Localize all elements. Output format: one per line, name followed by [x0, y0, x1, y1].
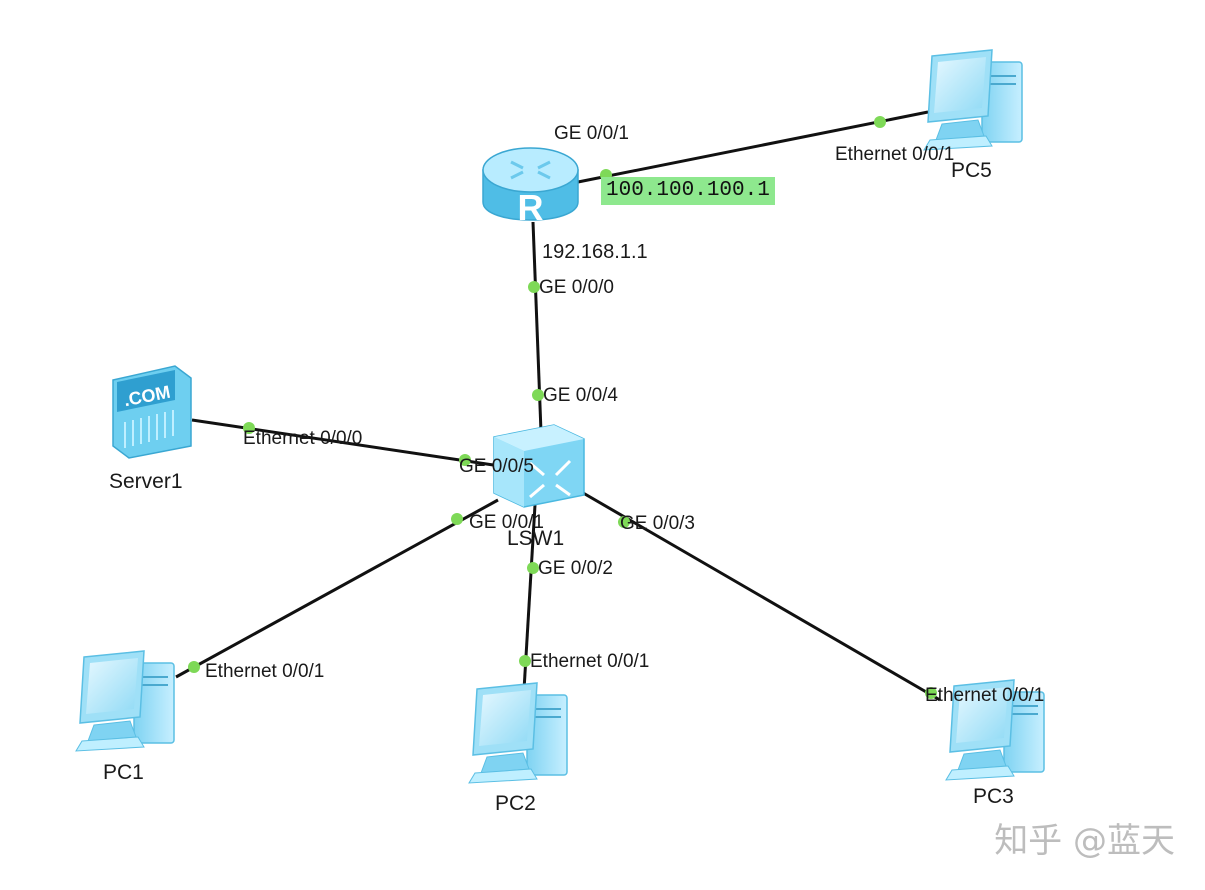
switch-name: LSW1	[507, 527, 565, 550]
pc3-name: PC3	[973, 785, 1014, 808]
pc5-icon[interactable]	[923, 49, 1023, 151]
pc1-icon[interactable]	[75, 650, 175, 752]
port-label-switch-ge003: GE 0/0/3	[620, 513, 695, 534]
port-dots	[188, 116, 937, 699]
port-dot-switch-ge001[interactable]	[451, 513, 463, 525]
port-label-pc2-eth: Ethernet 0/0/1	[530, 651, 650, 672]
port-label-switch-ge004: GE 0/0/4	[543, 385, 618, 406]
port-dot-pc1-eth[interactable]	[188, 661, 200, 673]
port-label-switch-ge001: GE 0/0/1	[469, 512, 544, 533]
port-dot-pc5-eth[interactable]	[874, 116, 886, 128]
port-label-switch-ge002: GE 0/0/2	[538, 558, 613, 579]
pc1-name: PC1	[103, 761, 144, 784]
port-dot-server-eth[interactable]	[243, 422, 255, 434]
port-label-pc5-eth: Ethernet 0/0/1	[835, 144, 955, 165]
port-dot-pc2-eth[interactable]	[519, 655, 531, 667]
port-label-pc3-eth: Ethernet 0/0/1	[925, 685, 1045, 706]
pc2-icon[interactable]	[468, 682, 568, 784]
link-switch-pc3[interactable]	[577, 488, 941, 702]
port-dot-switch-ge002[interactable]	[527, 562, 539, 574]
server-icon[interactable]: .COM	[112, 365, 192, 459]
switch-icon[interactable]	[493, 424, 585, 508]
router-letter: R	[518, 187, 544, 228]
server-name: Server1	[109, 470, 183, 493]
port-dot-pc3-eth[interactable]	[925, 687, 937, 699]
port-label-router-ge001: GE 0/0/1	[554, 123, 629, 144]
port-dot-switch-ge003[interactable]	[618, 516, 630, 528]
pc2-name: PC2	[495, 792, 536, 815]
watermark: 知乎 @蓝天	[994, 821, 1175, 861]
port-dot-switch-ge004[interactable]	[532, 389, 544, 401]
port-label-server-eth: Ethernet 0/0/0	[243, 428, 363, 449]
router-lan-ip: 192.168.1.1	[542, 241, 648, 263]
link-router-pc5[interactable]	[577, 110, 929, 184]
router-icon[interactable]: R	[482, 147, 579, 228]
port-dot-switch-ge005[interactable]	[459, 454, 471, 466]
pc5-name: PC5	[951, 159, 992, 182]
port-label-router-ge000: GE 0/0/0	[539, 277, 614, 298]
router-wan-ip: 100.100.100.1	[601, 177, 775, 205]
port-label-pc1-eth: Ethernet 0/0/1	[205, 661, 325, 682]
port-dot-router-ge000[interactable]	[528, 281, 540, 293]
link-switch-pc1[interactable]	[175, 498, 499, 679]
port-label-switch-ge005: GE 0/0/5	[459, 456, 534, 477]
